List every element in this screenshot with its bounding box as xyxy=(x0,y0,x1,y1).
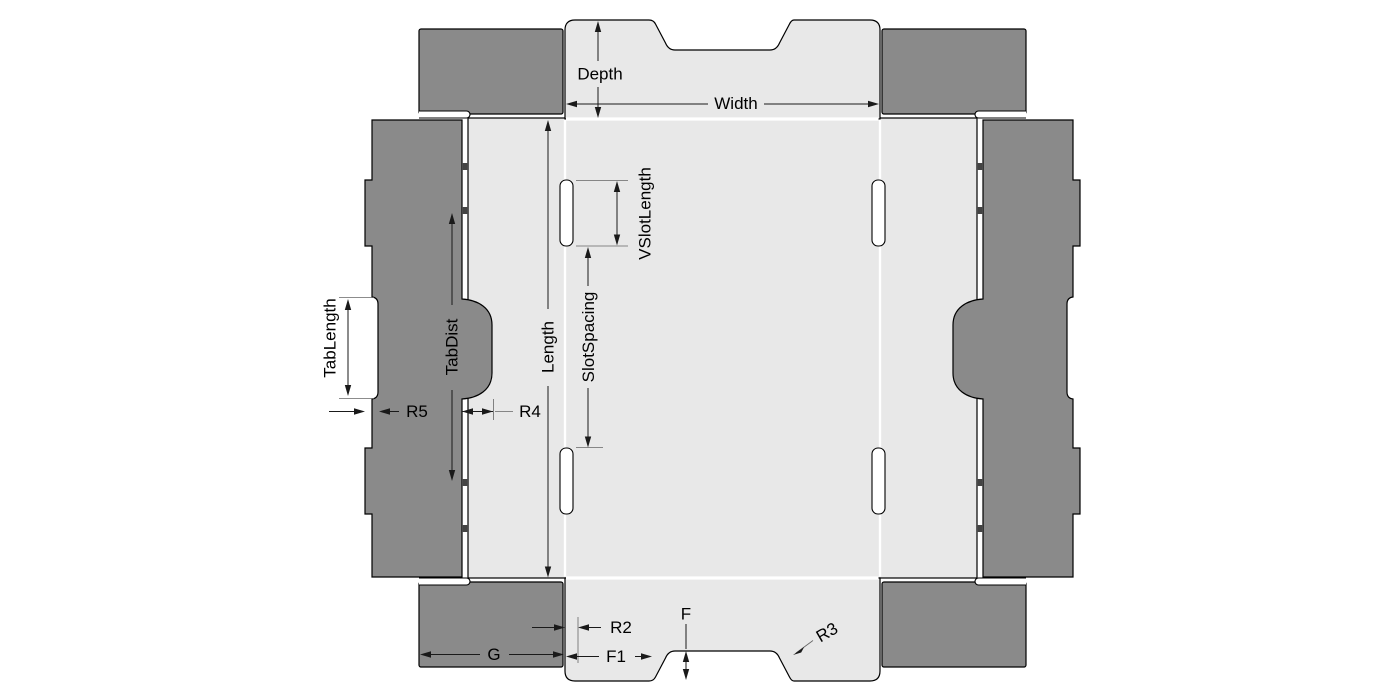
slot-bottom-right xyxy=(871,447,886,515)
dimension-label-r4: R4 xyxy=(519,402,541,421)
dimension-length: Length xyxy=(539,120,558,578)
center-panel xyxy=(467,117,978,579)
crease-left-fold xyxy=(563,119,567,577)
corner-slit-top-left xyxy=(419,110,471,119)
corner-flap-top-left xyxy=(418,28,564,115)
dimension-label-vslotlength: VSlotLength xyxy=(636,167,655,260)
dimension-r5: R5 xyxy=(329,402,428,421)
dimension-label-r2: R2 xyxy=(610,618,632,637)
corner-slit-bottom-right xyxy=(974,577,1026,586)
dimension-r2: R2 xyxy=(532,617,632,663)
dimension-label-depth: Depth xyxy=(577,65,622,84)
dimension-label-g: G xyxy=(487,645,500,664)
dimension-f1: F1 xyxy=(566,647,652,666)
crease-top-fold xyxy=(566,117,879,121)
slot-top-left xyxy=(559,179,574,247)
corner-slit-top-right xyxy=(974,110,1026,119)
dimension-vslotlength: VSlotLength xyxy=(576,167,655,260)
dimension-depth: Depth xyxy=(577,21,623,118)
side-panel-right xyxy=(952,119,1081,578)
slot-bottom-left xyxy=(559,447,574,515)
corner-flap-bottom-right xyxy=(881,581,1027,668)
dimension-g: G xyxy=(420,645,564,664)
dimension-tablength: TabLength xyxy=(321,297,374,399)
top-flap xyxy=(564,19,881,120)
dimension-f: F xyxy=(681,605,691,680)
dimension-tabdist: TabDist xyxy=(443,213,462,481)
dimension-label-r5: R5 xyxy=(406,402,428,421)
dimension-label-f1: F1 xyxy=(606,647,626,666)
slot-top-right xyxy=(871,179,886,247)
dimension-label-f: F xyxy=(681,605,691,624)
crease-right-fold xyxy=(878,119,882,577)
dimension-width: Width xyxy=(566,94,879,113)
corner-flap-bottom-left xyxy=(418,581,564,668)
dimension-label-slotspacing: SlotSpacing xyxy=(579,292,598,383)
side-panel-left xyxy=(364,119,493,578)
dimension-slotspacing: SlotSpacing xyxy=(576,247,603,448)
dimension-label-tablength: TabLength xyxy=(321,298,340,377)
dimension-label-length: Length xyxy=(539,321,558,373)
corner-flap-top-right xyxy=(881,28,1027,115)
dimension-label-width: Width xyxy=(714,94,757,113)
corner-slit-bottom-left xyxy=(419,577,471,586)
fold-cut-marks xyxy=(462,163,983,532)
dimension-r4: R4 xyxy=(462,399,541,421)
dimension-label-tabdist: TabDist xyxy=(443,318,462,375)
crease-bottom-fold xyxy=(566,576,879,580)
